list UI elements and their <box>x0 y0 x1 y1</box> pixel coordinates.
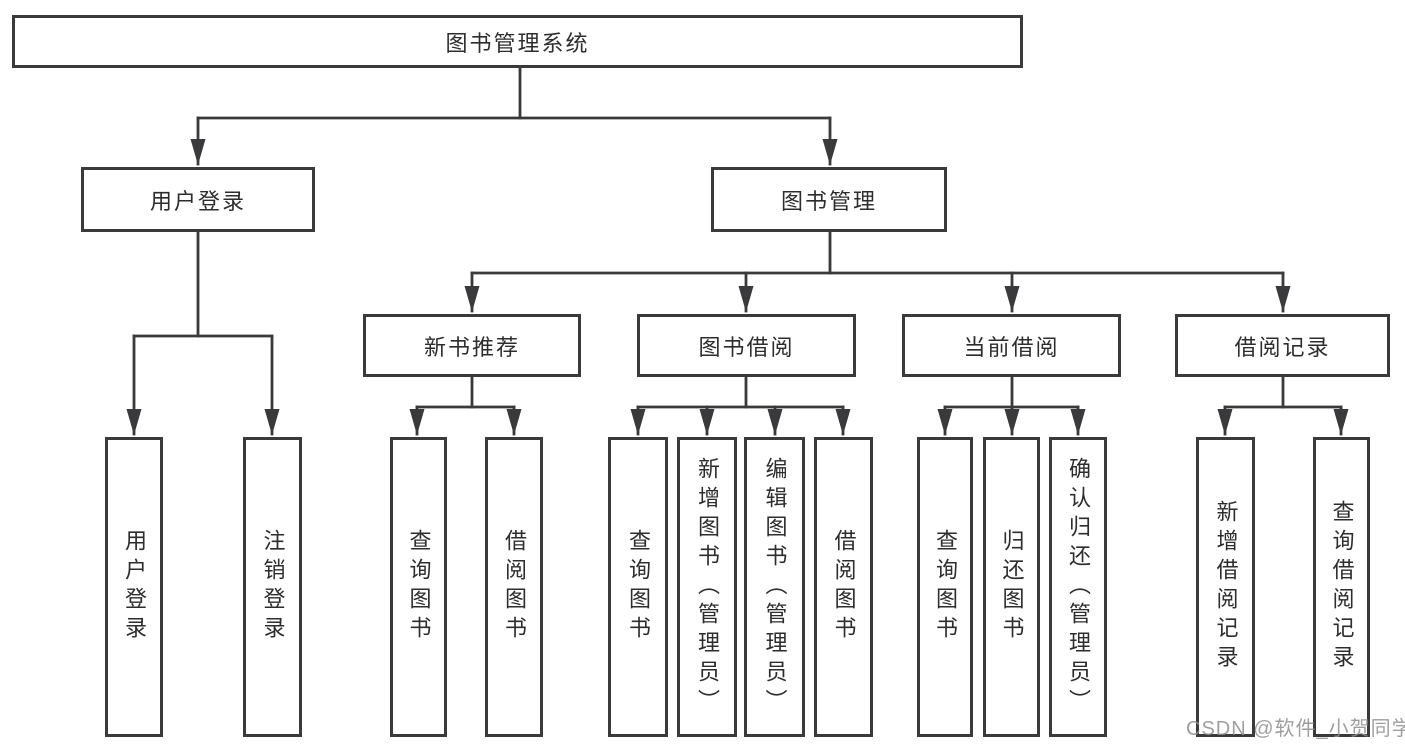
node-label: 查询借阅记录 <box>1329 500 1355 674</box>
node-library-management-system: 图书管理系统 <box>12 15 1023 68</box>
node-label: 借阅图书 <box>831 529 857 645</box>
node-borrow-books-op: 借阅图书 <box>814 437 873 737</box>
node-logout-op: 注销登录 <box>243 437 302 737</box>
node-label: 归还图书 <box>999 529 1025 645</box>
node-borrowing-records: 借阅记录 <box>1175 314 1390 377</box>
node-current-borrowing: 当前借阅 <box>902 314 1121 377</box>
node-label: 借阅图书 <box>502 529 527 645</box>
node-label: 查询图书 <box>406 529 432 645</box>
node-label: 查询图书 <box>626 529 651 645</box>
node-label: 新书推荐 <box>423 334 520 360</box>
node-user-login: 用户登录 <box>81 167 315 232</box>
node-new-book-recommendation: 新书推荐 <box>363 314 581 377</box>
node-borrow-books-rec: 借阅图书 <box>485 437 543 737</box>
node-label: 确认归还（管理员） <box>1066 456 1091 718</box>
node-label: 图书管理系统 <box>445 30 590 56</box>
node-add-books-admin: 新增图书（管理员） <box>677 437 737 737</box>
node-label: 图书管理 <box>780 188 877 214</box>
node-label: 新增借阅记录 <box>1213 500 1239 674</box>
node-query-books-rec: 查询图书 <box>390 437 447 737</box>
node-label: 图书借阅 <box>698 334 795 360</box>
csdn-watermark: CSDN @软件_小贺同学 <box>1186 718 1405 740</box>
node-query-borrow-record: 查询借阅记录 <box>1313 437 1370 737</box>
node-label: 当前借阅 <box>963 334 1060 360</box>
node-label: 借阅记录 <box>1234 334 1331 360</box>
node-label: 编辑图书（管理员） <box>762 456 788 718</box>
node-return-books: 归还图书 <box>983 437 1040 737</box>
node-label: 新增图书（管理员） <box>695 456 720 718</box>
node-label: 注销登录 <box>260 529 286 645</box>
node-book-management: 图书管理 <box>711 167 947 232</box>
node-query-books-borrow: 查询图书 <box>608 437 668 737</box>
node-edit-books-admin: 编辑图书（管理员） <box>744 437 805 737</box>
node-user-login-op: 用户登录 <box>105 437 163 737</box>
node-label: 查询图书 <box>933 529 958 645</box>
node-book-borrowing: 图书借阅 <box>637 314 856 377</box>
node-confirm-return-admin: 确认归还（管理员） <box>1049 437 1107 737</box>
node-add-borrow-record: 新增借阅记录 <box>1196 437 1255 737</box>
node-label: 用户登录 <box>122 529 147 645</box>
node-label: 用户登录 <box>149 188 246 214</box>
node-query-books-current: 查询图书 <box>917 437 973 737</box>
